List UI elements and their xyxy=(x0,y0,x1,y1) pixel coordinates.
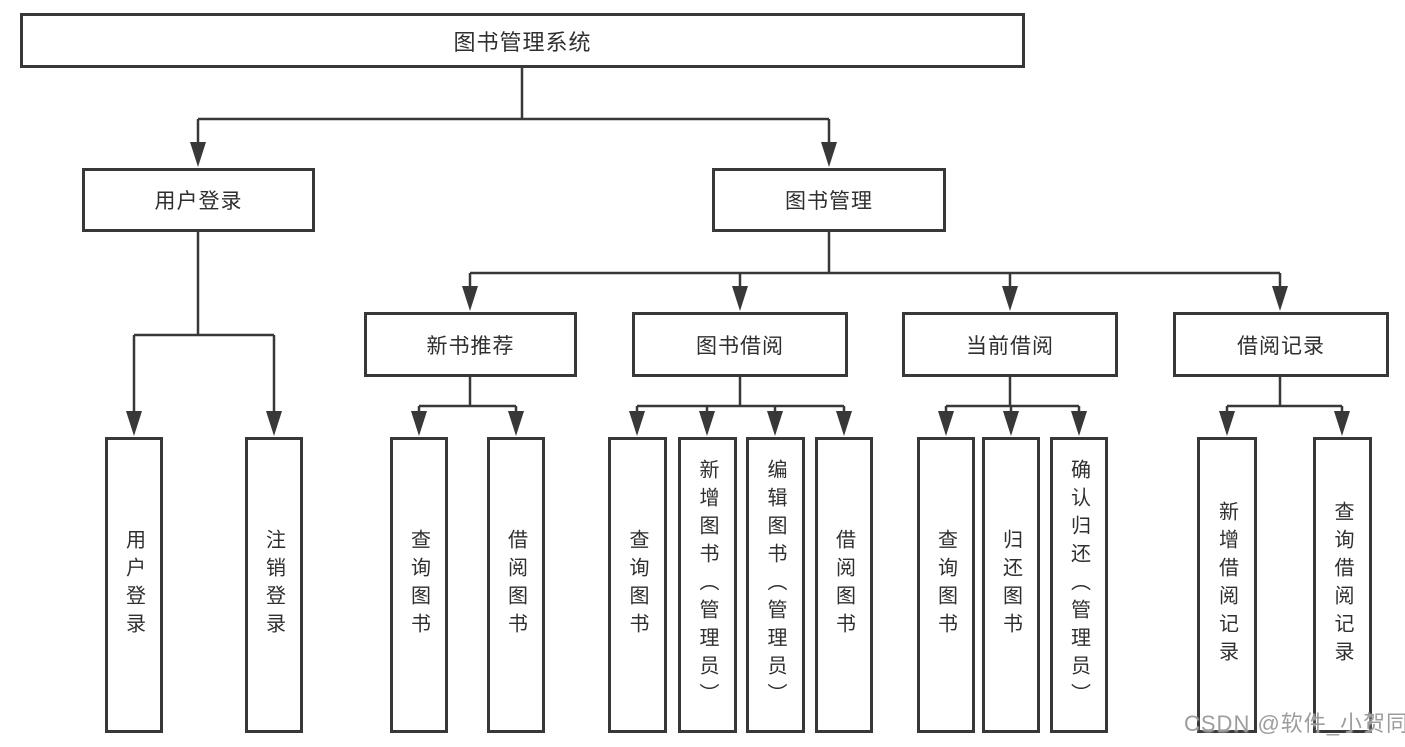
leaf-query-borrow-record: 查询借阅记录 xyxy=(1313,437,1372,733)
leaf-return-books-label: 归还图书 xyxy=(999,529,1022,641)
leaf-add-borrow-record-label: 新增借阅记录 xyxy=(1215,501,1238,669)
node-borrow-record-label: 借阅记录 xyxy=(1237,334,1325,358)
leaf-add-books-admin-label: 新增图书（管理员） xyxy=(696,459,718,711)
csdn-watermark: CSDN @软件_小贺同学 xyxy=(1184,711,1405,736)
connector-bookmgmt-to-level3 xyxy=(468,232,1282,293)
connector-root-to-level2 xyxy=(196,68,831,150)
node-user-login-label: 用户登录 xyxy=(154,190,243,213)
leaf-query-books-current-label: 查询图书 xyxy=(934,529,957,641)
node-new-book-recommend-label: 新书推荐 xyxy=(426,334,515,358)
leaf-query-books-borrow: 查询图书 xyxy=(608,437,667,733)
connector-userlogin-to-leaves xyxy=(132,232,276,418)
leaf-logout-login-label: 注销登录 xyxy=(262,529,285,641)
connector-borrowrecord-to-leaves xyxy=(1225,377,1344,418)
node-book-management-label: 图书管理 xyxy=(785,190,873,213)
node-root-label: 图书管理系统 xyxy=(453,29,592,55)
leaf-logout-login: 注销登录 xyxy=(245,437,303,733)
node-borrow-record: 借阅记录 xyxy=(1173,312,1389,377)
leaf-borrow-books-label: 借阅图书 xyxy=(832,529,855,641)
node-book-borrow: 图书借阅 xyxy=(632,312,848,377)
leaf-query-books-newbook-label: 查询图书 xyxy=(407,529,430,641)
node-new-book-recommend: 新书推荐 xyxy=(364,312,577,377)
leaf-borrow-books-newbook-label: 借阅图书 xyxy=(504,529,527,641)
leaf-query-borrow-record-label: 查询借阅记录 xyxy=(1331,501,1353,669)
leaf-query-books-newbook: 查询图书 xyxy=(390,437,448,733)
arrowheads xyxy=(126,142,1350,436)
node-current-borrow-label: 当前借阅 xyxy=(966,334,1054,358)
leaf-add-books-admin: 新增图书（管理员） xyxy=(678,437,737,733)
node-current-borrow: 当前借阅 xyxy=(902,312,1118,377)
leaf-confirm-return-admin: 确认归还（管理员） xyxy=(1050,437,1108,733)
leaf-return-books: 归还图书 xyxy=(982,437,1040,733)
leaf-edit-books-admin-label: 编辑图书（管理员） xyxy=(764,459,786,711)
connector-newbook-to-leaves xyxy=(417,377,518,418)
leaf-borrow-books-newbook: 借阅图书 xyxy=(487,437,545,733)
node-book-borrow-label: 图书借阅 xyxy=(696,334,784,358)
node-book-management: 图书管理 xyxy=(712,168,946,232)
leaf-user-login-label: 用户登录 xyxy=(122,529,145,641)
leaf-add-borrow-record: 新增借阅记录 xyxy=(1197,437,1257,733)
connector-bookborrow-to-leaves xyxy=(635,377,846,418)
leaf-edit-books-admin: 编辑图书（管理员） xyxy=(746,437,805,733)
node-root: 图书管理系统 xyxy=(20,13,1025,68)
leaf-user-login: 用户登录 xyxy=(105,437,163,733)
leaf-borrow-books: 借阅图书 xyxy=(815,437,873,733)
leaf-confirm-return-admin-label: 确认归还（管理员） xyxy=(1067,459,1090,711)
leaf-query-books-borrow-label: 查询图书 xyxy=(626,529,648,641)
leaf-query-books-current: 查询图书 xyxy=(917,437,975,733)
node-user-login: 用户登录 xyxy=(82,168,315,232)
